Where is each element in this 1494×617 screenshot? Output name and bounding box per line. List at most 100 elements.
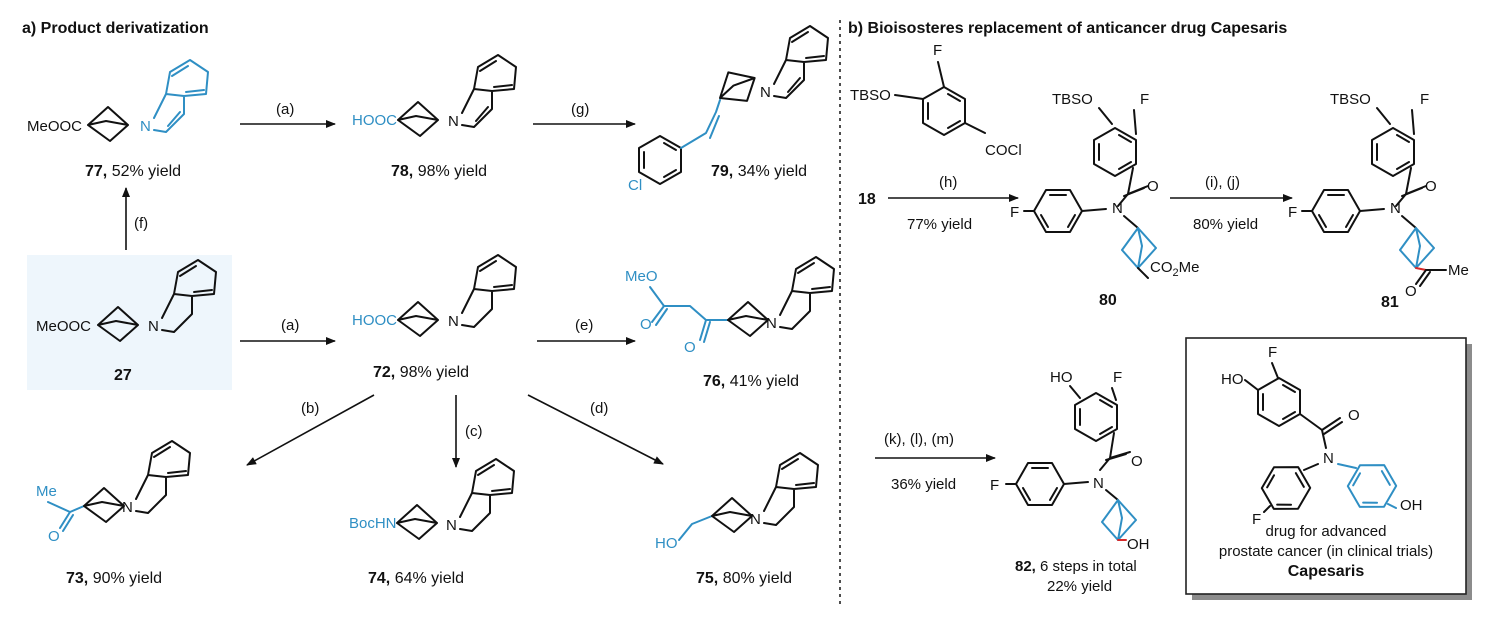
- svg-text:Me: Me: [36, 483, 57, 500]
- svg-text:N: N: [122, 499, 133, 516]
- compound-18: 18: [858, 191, 876, 208]
- compound-78: HOOC N 78, 98% yield: [352, 54, 517, 180]
- svg-text:OH: OH: [1127, 536, 1150, 553]
- heading-b: b) Bioisosteres replacement of anticance…: [848, 20, 1287, 37]
- svg-text:27: 27: [114, 367, 132, 384]
- svg-text:N: N: [448, 313, 459, 330]
- svg-text:HO: HO: [655, 535, 678, 552]
- reagent-d: (d): [590, 400, 608, 417]
- reagent-klm: (k), (l), (m): [884, 431, 954, 448]
- svg-text:MeOOC: MeOOC: [27, 118, 82, 135]
- compound-74: BocHN N 74, 64% yield: [349, 458, 515, 587]
- svg-text:TBSO: TBSO: [1330, 91, 1371, 108]
- reagent-h: (h): [939, 174, 957, 191]
- reagent-ij-yield: 80% yield: [1193, 216, 1258, 233]
- svg-text:N: N: [1093, 475, 1104, 492]
- svg-text:O: O: [640, 316, 652, 333]
- svg-text:prostate cancer (in clinical t: prostate cancer (in clinical trials): [1219, 543, 1433, 560]
- svg-text:N: N: [766, 315, 777, 332]
- heading-a: a) Product derivatization: [22, 20, 209, 37]
- svg-text:N: N: [140, 118, 151, 135]
- compound-73: Me O N 73, 90% yield: [36, 440, 191, 587]
- svg-text:F: F: [1252, 511, 1261, 528]
- svg-text:72, 98% yield: 72, 98% yield: [373, 364, 469, 381]
- svg-text:75, 80% yield: 75, 80% yield: [696, 570, 792, 587]
- svg-text:N: N: [760, 84, 771, 101]
- svg-text:81: 81: [1381, 294, 1399, 311]
- svg-text:O: O: [48, 528, 60, 545]
- svg-text:N: N: [1323, 450, 1334, 467]
- reagent-g: (g): [571, 101, 589, 118]
- svg-text:F: F: [1420, 91, 1429, 108]
- svg-text:HOOC: HOOC: [352, 312, 397, 329]
- compound-76: MeO O O N 76, 41% yield: [625, 256, 835, 390]
- svg-text:Capesaris: Capesaris: [1288, 563, 1365, 580]
- svg-text:F: F: [1140, 91, 1149, 108]
- compound-81: TBSO F O N F Me O 81: [1288, 91, 1469, 311]
- svg-text:78, 98% yield: 78, 98% yield: [391, 163, 487, 180]
- arrow-b: [246, 394, 375, 466]
- reagent-a2: (a): [281, 317, 299, 334]
- svg-text:F: F: [933, 42, 942, 59]
- reagent-b: (b): [301, 400, 319, 417]
- compound-72: HOOC N 72, 98% yield: [352, 254, 517, 381]
- svg-text:OH: OH: [1400, 497, 1423, 514]
- svg-text:79, 34% yield: 79, 34% yield: [711, 163, 807, 180]
- reagent-c: (c): [465, 423, 483, 440]
- svg-text:CO2Me: CO2Me: [1150, 259, 1199, 279]
- svg-text:HO: HO: [1221, 371, 1244, 388]
- svg-text:80: 80: [1099, 292, 1117, 309]
- svg-text:O: O: [1348, 407, 1360, 424]
- svg-text:O: O: [684, 339, 696, 356]
- svg-text:HO: HO: [1050, 369, 1073, 386]
- reagent-klm-yield: 36% yield: [891, 476, 956, 493]
- svg-text:N: N: [1390, 200, 1401, 217]
- svg-text:76, 41% yield: 76, 41% yield: [703, 373, 799, 390]
- compound-75: HO N 75, 80% yield: [655, 452, 819, 587]
- svg-text:drug for advanced: drug for advanced: [1266, 523, 1387, 540]
- svg-text:COCl: COCl: [985, 142, 1022, 159]
- arrow-d: [527, 394, 664, 465]
- reagent-f: (f): [134, 215, 148, 232]
- reagent-ij: (i), (j): [1205, 174, 1240, 191]
- svg-text:F: F: [1288, 204, 1297, 221]
- svg-text:TBSO: TBSO: [850, 87, 891, 104]
- reagent-h-yield: 77% yield: [907, 216, 972, 233]
- svg-text:73, 90% yield: 73, 90% yield: [66, 570, 162, 587]
- svg-text:O: O: [1425, 178, 1437, 195]
- svg-text:Me: Me: [1448, 262, 1469, 279]
- svg-text:74, 64% yield: 74, 64% yield: [368, 570, 464, 587]
- svg-text:F: F: [1010, 204, 1019, 221]
- svg-text:Cl: Cl: [628, 177, 642, 194]
- svg-text:MeO: MeO: [625, 268, 658, 285]
- svg-text:N: N: [148, 318, 159, 335]
- compound-77: MeOOC N 77, 52% yield: [27, 59, 209, 180]
- svg-text:O: O: [1131, 453, 1143, 470]
- compound-80: TBSO F O N F CO2Me 80: [1010, 91, 1199, 309]
- svg-text:F: F: [1113, 369, 1122, 386]
- compound-79: Cl N 79, 34% yield: [628, 25, 829, 194]
- svg-text:F: F: [1268, 344, 1277, 361]
- svg-text:BocHN: BocHN: [349, 515, 397, 532]
- svg-text:N: N: [750, 511, 761, 528]
- svg-text:N: N: [448, 113, 459, 130]
- svg-text:22% yield: 22% yield: [1047, 578, 1112, 595]
- svg-text:TBSO: TBSO: [1052, 91, 1093, 108]
- svg-text:77, 52% yield: 77, 52% yield: [85, 163, 181, 180]
- acid-chloride-reagent: TBSO F COCl: [850, 42, 1022, 159]
- svg-text:N: N: [1112, 200, 1123, 217]
- svg-text:82, 6 steps in total: 82, 6 steps in total: [1015, 558, 1137, 575]
- compound-27: MeOOC N 27: [36, 259, 217, 384]
- svg-text:MeOOC: MeOOC: [36, 318, 91, 335]
- svg-text:O: O: [1405, 283, 1417, 300]
- reagent-e: (e): [575, 317, 593, 334]
- svg-text:F: F: [990, 477, 999, 494]
- svg-text:N: N: [446, 517, 457, 534]
- reagent-a1: (a): [276, 101, 294, 118]
- capesaris-box: HO F O N F OH drug for advanced prostate…: [1185, 337, 1472, 600]
- svg-text:HOOC: HOOC: [352, 112, 397, 129]
- compound-82: HO F O N F OH 82, 6 steps in total 22% y…: [990, 369, 1150, 595]
- svg-text:O: O: [1147, 178, 1159, 195]
